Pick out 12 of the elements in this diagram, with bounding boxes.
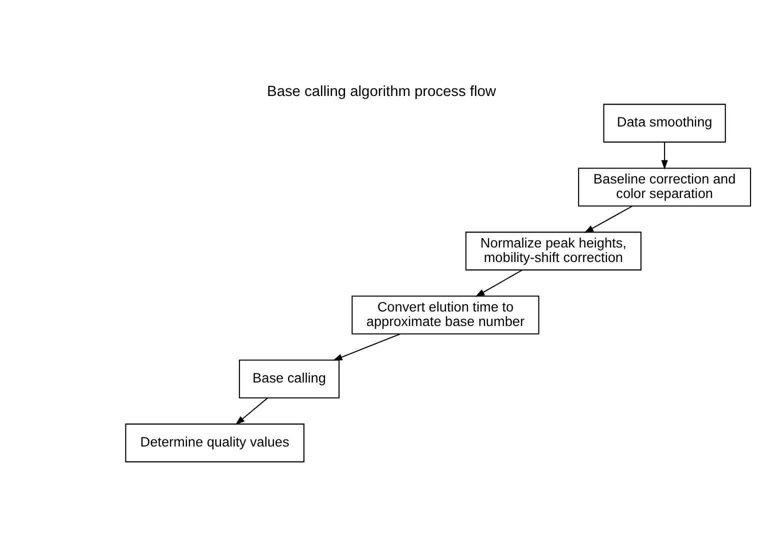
node-box: Normalize peak heights, mobility-shift correction <box>465 231 642 270</box>
node-box: Base calling <box>238 359 340 398</box>
diagram-title: Base calling algorithm process flow <box>267 84 496 100</box>
arrow <box>332 332 400 360</box>
arrow <box>584 205 633 232</box>
node-box: Data smoothing <box>603 103 726 142</box>
node-box: Convert elution time to approximate base number <box>352 295 540 334</box>
node-box: Determine quality values <box>125 423 304 462</box>
arrow <box>475 269 522 296</box>
node-box: Baseline correction and color separation <box>578 167 752 206</box>
arrow <box>661 142 668 170</box>
arrow <box>235 397 268 424</box>
